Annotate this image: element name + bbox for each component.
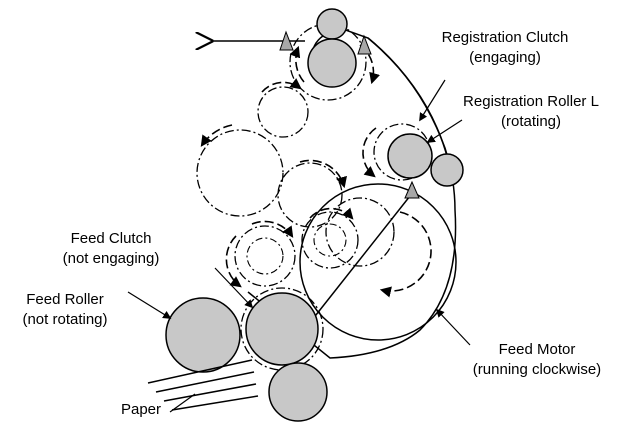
rotation-arrow-upper-gear [261, 78, 302, 93]
feed-roller [165, 297, 241, 373]
rotation-arrow-top-left [289, 45, 305, 83]
paper-sheet-2 [155, 371, 255, 393]
gear-center [277, 162, 343, 228]
paper-sheet-1 [147, 359, 253, 384]
rotation-arrow-large-left [200, 124, 233, 147]
leader-feed-roller [127, 291, 172, 319]
feed-clutch-roller [245, 292, 319, 366]
rotation-arrow-mid-left-top [251, 220, 294, 238]
paper-sheet-4 [171, 395, 259, 411]
registration-marker [404, 180, 420, 199]
roller-top-large [307, 38, 357, 88]
registration-roller-l [387, 133, 433, 179]
leader-registration-roller [426, 119, 463, 143]
exit-marker-left [279, 30, 294, 51]
feed-motor-state: (running clockwise) [473, 361, 601, 378]
feed-motor-gear [325, 197, 395, 267]
gear-upper-left [257, 86, 309, 138]
leader-registration-clutch [419, 79, 446, 122]
leader-paper [169, 393, 196, 413]
registration-clutch-label: Registration Clutch [442, 29, 569, 46]
paper-label: Paper [121, 401, 161, 418]
registration-roller-state: (rotating) [501, 113, 561, 130]
feed-motor-housing [299, 183, 457, 341]
leader-feed-clutch [214, 267, 254, 309]
rotation-arrow-reg [362, 127, 377, 178]
rotation-arrow-motor [379, 211, 432, 298]
feed-clutch-label: Feed Clutch [71, 230, 152, 247]
gear-mid-center-inner [313, 223, 347, 257]
roller-top-small [316, 8, 348, 40]
gear-mid-center [301, 211, 359, 269]
exit-marker-right [357, 34, 372, 55]
gear-large-left [196, 129, 284, 217]
rotation-arrow-center [299, 159, 347, 189]
feed-roller-label: Feed Roller [26, 291, 104, 308]
separation-roller [268, 362, 328, 422]
paper-sheet-3 [163, 383, 257, 402]
feed-roller-state: (not rotating) [22, 311, 107, 328]
drive-belt-inner [367, 37, 449, 161]
gear-mid-left-inner [246, 237, 284, 275]
feed-motor-label: Feed Motor [499, 341, 576, 358]
feed-clutch-state: (not engaging) [63, 250, 160, 267]
leader-feed-motor [435, 308, 471, 346]
feed-motor-shaft-line [311, 195, 411, 321]
registration-roller-idler [430, 153, 464, 187]
rotation-arrow-mid-left [225, 235, 242, 288]
registration-clutch-state: (engaging) [469, 49, 541, 66]
rotation-arrow-mid-center [309, 207, 354, 220]
registration-roller-label: Registration Roller L [463, 93, 599, 110]
gear-mid-left [234, 225, 296, 287]
